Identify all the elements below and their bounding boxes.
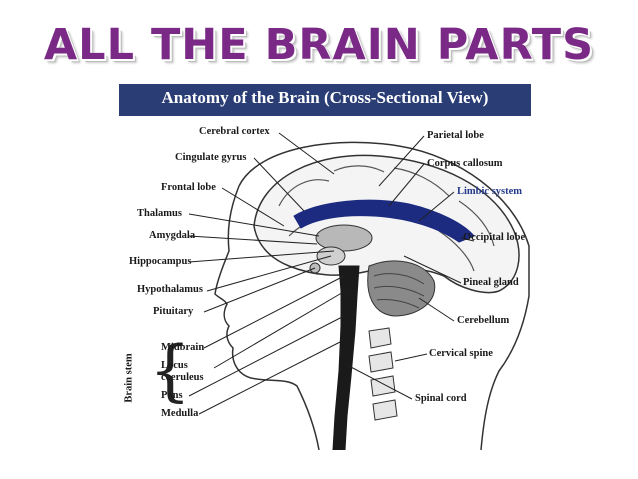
label-locus: Locus	[161, 360, 188, 371]
label-thalamus: Thalamus	[137, 208, 182, 219]
label-pineal-gland: Pineal gland	[463, 277, 519, 288]
diagram-heading: Anatomy of the Brain (Cross-Sectional Vi…	[161, 88, 489, 107]
brainstem-shape	[332, 265, 360, 450]
label-brain-stem: Brain stem	[123, 353, 135, 403]
label-pons: Pons	[161, 390, 183, 401]
cerebellum-shape	[367, 260, 436, 317]
thalamus-shape	[315, 224, 373, 252]
label-medulla: Medulla	[161, 408, 199, 419]
label-cerebral-cortex: Cerebral cortex	[199, 126, 270, 137]
label-cerebellum: Cerebellum	[457, 315, 510, 326]
label-midbrain: Midbrain	[161, 342, 205, 353]
label-hypothalamus: Hypothalamus	[137, 284, 203, 295]
brain-diagram: Cerebral cortex Cingulate gyrus Frontal …	[119, 116, 531, 450]
brain-illustration	[188, 132, 530, 450]
label-occipital-lobe: Occipital lobe	[463, 232, 526, 243]
label-cingulate-gyrus: Cingulate gyrus	[175, 152, 247, 163]
label-limbic-system: Limbic system	[457, 186, 523, 197]
label-parietal-lobe: Parietal lobe	[427, 130, 484, 141]
brain-stem-brace: {	[149, 332, 191, 409]
head-outline	[238, 141, 530, 450]
label-pituitary: Pituitary	[153, 306, 194, 317]
face-outline	[214, 185, 320, 450]
slide-title: ALL THE BRAIN PARTS	[43, 20, 595, 70]
label-corpus-callosum: Corpus callosum	[427, 158, 503, 169]
label-cervical-spine: Cervical spine	[429, 348, 493, 359]
cervical-spine-shape	[368, 327, 398, 421]
diagram-header: Anatomy of the Brain (Cross-Sectional Vi…	[119, 84, 531, 116]
label-spinal-cord: Spinal cord	[415, 393, 467, 404]
label-amygdala: Amygdala	[149, 230, 196, 241]
leader-lines	[188, 132, 475, 415]
label-coeruleus: coeruleus	[161, 372, 204, 383]
cerebellum-folds	[373, 273, 425, 309]
label-hippocampus: Hippocampus	[129, 256, 192, 267]
label-frontal-lobe: Frontal lobe	[161, 182, 216, 193]
